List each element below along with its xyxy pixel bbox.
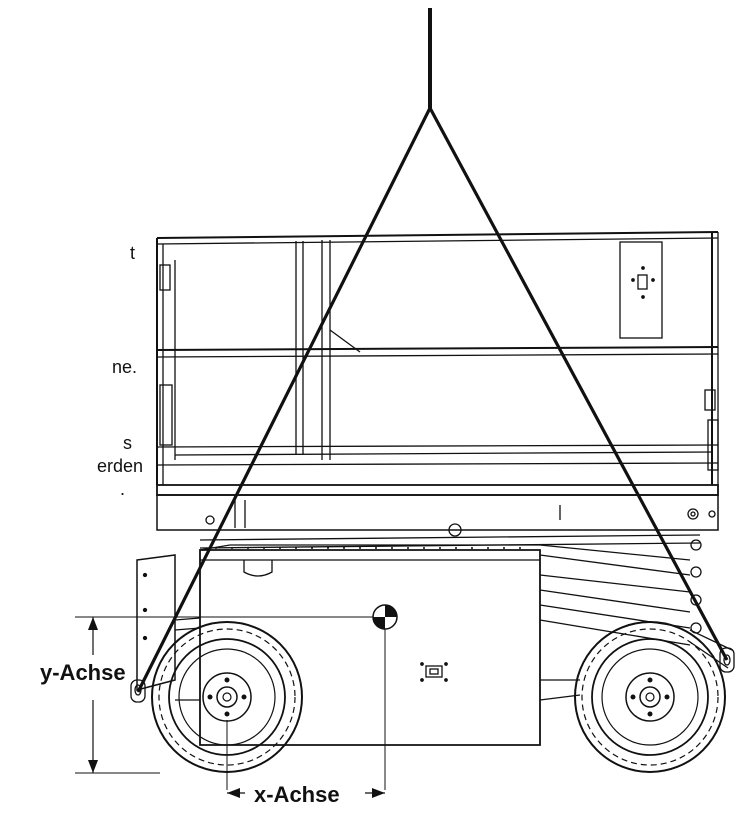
platform-guardrail (156, 231, 719, 485)
text-fragment-4: erden (97, 456, 144, 476)
x-axis-label: x-Achse (254, 782, 340, 807)
y-axis-label: y-Achse (40, 660, 126, 685)
cover-rivets (215, 547, 521, 549)
lifting-slings (136, 8, 729, 693)
y-axis-dimension (75, 617, 160, 774)
rear-wheel (574, 621, 726, 773)
center-of-gravity-marker (75, 604, 398, 790)
text-fragment-2: ne. (112, 357, 138, 377)
text-fragment-3: s (123, 433, 132, 453)
text-fragment-5: . (120, 479, 126, 499)
platform-deck (156, 484, 719, 537)
scissor-arms (199, 534, 702, 646)
x-axis-dimension (226, 720, 385, 798)
chassis (130, 544, 735, 746)
text-fragment-1: t (130, 243, 136, 263)
